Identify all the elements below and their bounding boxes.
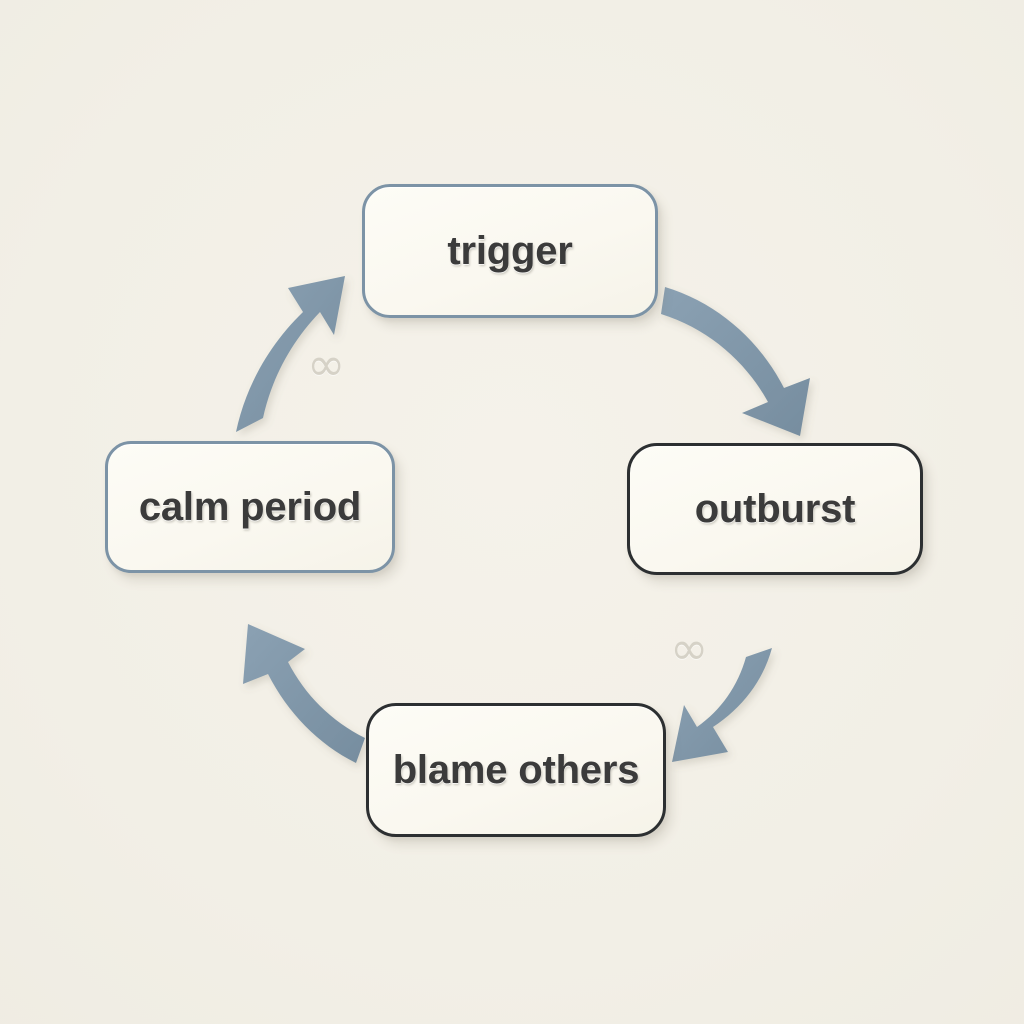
node-blame-others-label: blame others bbox=[392, 747, 640, 792]
node-trigger[interactable]: trigger bbox=[362, 184, 658, 318]
node-blame-others[interactable]: blame others bbox=[366, 703, 666, 837]
node-outburst[interactable]: outburst bbox=[627, 443, 923, 575]
arrow-calm-to-trigger bbox=[236, 276, 345, 432]
node-calm-period[interactable]: calm period bbox=[105, 441, 395, 573]
arrow-blame-to-calm bbox=[243, 624, 365, 763]
arrow-outburst-to-blame bbox=[672, 648, 772, 762]
arrow-trigger-to-outburst bbox=[661, 287, 810, 436]
node-calm-period-label: calm period bbox=[138, 484, 362, 529]
node-outburst-label: outburst bbox=[694, 486, 856, 531]
infinity-icon: ∞ bbox=[670, 621, 709, 675]
node-trigger-label: trigger bbox=[447, 228, 573, 273]
infinity-icon: ∞ bbox=[307, 337, 346, 391]
